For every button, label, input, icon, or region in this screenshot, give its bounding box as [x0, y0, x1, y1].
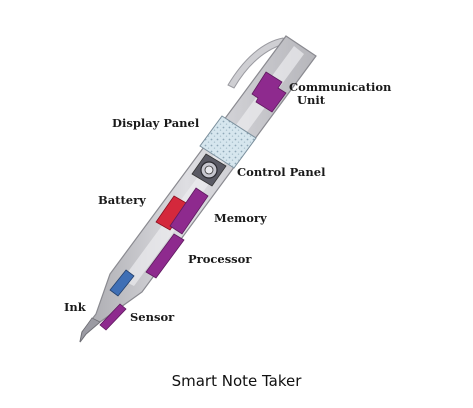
label-sensor: Sensor [130, 310, 175, 324]
label-memory: Memory [214, 211, 267, 225]
ink-block [109, 269, 135, 297]
figure-caption: Smart Note Taker [171, 372, 302, 390]
communication-unit-block [251, 71, 287, 113]
control-panel-dial [191, 153, 227, 187]
label-display-panel: Display Panel [112, 116, 200, 130]
label-processor: Processor [188, 252, 252, 266]
sensor-block [99, 303, 127, 331]
processor-block [145, 233, 185, 279]
label-unit: Unit [297, 93, 326, 107]
pen-tip [79, 317, 101, 343]
pen-clip [227, 37, 285, 89]
label-ink: Ink [64, 300, 87, 314]
battery-block [155, 195, 189, 231]
label-battery: Battery [98, 193, 146, 207]
label-control-panel: Control Panel [237, 165, 326, 179]
memory-block [169, 187, 209, 235]
label-communication: Communication [289, 80, 392, 94]
display-panel-block [199, 115, 257, 169]
